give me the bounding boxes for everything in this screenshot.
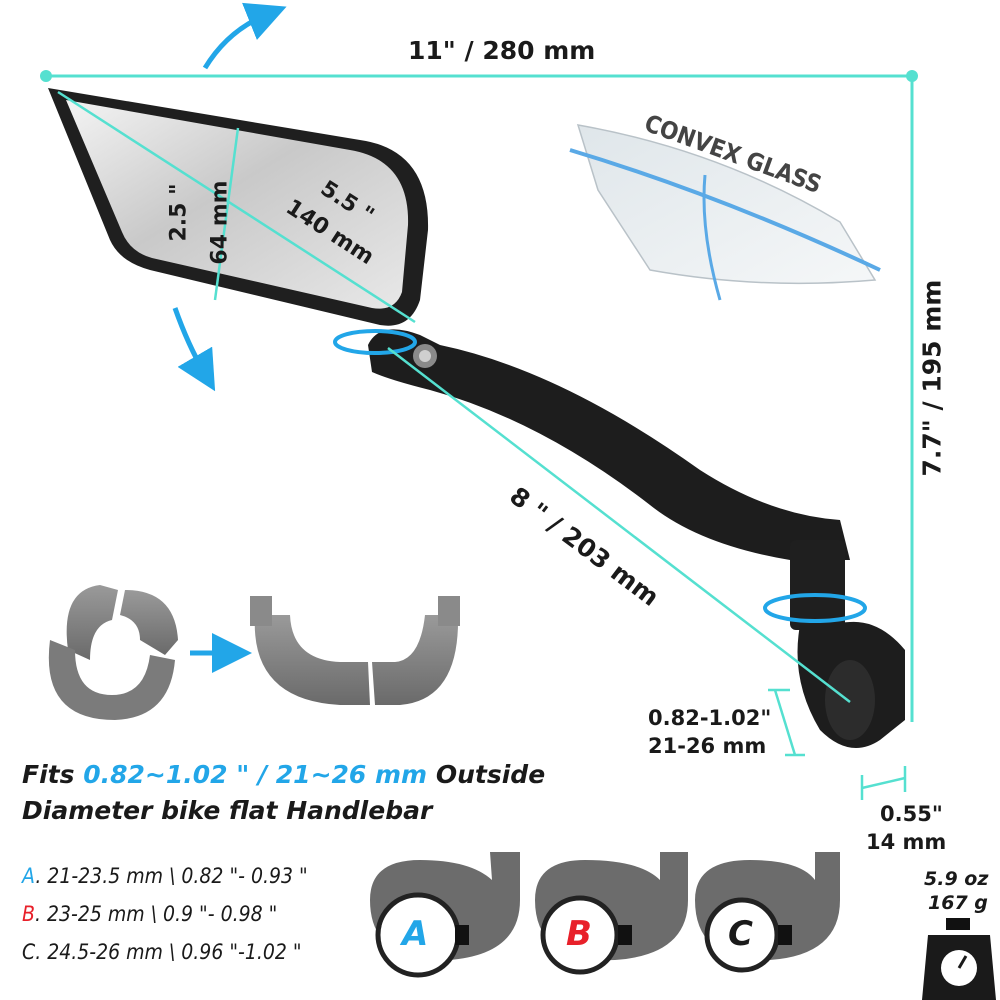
width-measure-line [40,70,918,82]
fits-prefix: Fits [22,760,75,789]
scale-icon [922,918,996,1000]
clamp-diameter-bracket [768,688,805,757]
split-ring-icon [48,585,178,720]
mirror-arm [368,329,905,748]
clamp-width-mm-label: 14 mm [866,830,947,854]
size-text: . 24.5-26 mm \ 0.96 "-1.02 " [35,940,302,964]
clamp-width-bracket [860,766,907,800]
size-text: . 23-25 mm \ 0.9 "- 0.98 " [34,902,278,926]
clamp-width-in-label: 0.55" [880,802,943,826]
clamp-c-icon [695,852,840,973]
size-row-b: B. 23-25 mm \ 0.9 "- 0.98 " [22,902,277,926]
clamp-a-icon [370,852,520,978]
weight-g: 167 g [928,892,988,914]
mirror-diagonal-line [57,90,416,324]
rotate-arrow-icon [172,307,216,392]
rotate-arrow-icon [333,329,417,355]
clamp-letter-b: B [566,914,592,954]
height-label: 7.7" / 195 mm [917,279,947,477]
size-row-a: A. 21-23.5 mm \ 0.82 "- 0.93 " [22,864,308,888]
fits-line-1: Fits 0.82~1.02 " / 21~26 mm Outside [22,760,545,789]
size-letter: C [22,940,36,964]
mirror-height-in-label: 2.5 " [166,183,192,242]
convex-glass-illustration [569,124,881,301]
weight-oz: 5.9 oz [924,868,989,890]
width-label: 11" / 280 mm [408,36,596,65]
size-row-c: C. 24.5-26 mm \ 0.96 "-1.02 " [22,940,302,964]
arm-measure-line [387,347,851,703]
size-letter: B [22,902,35,926]
size-letter: A [22,864,36,888]
fits-line-2: Diameter bike flat Handlebar [22,796,433,825]
rotate-arrow-icon [763,593,867,623]
clamp-diameter-mm-label: 21-26 mm [648,734,767,758]
fits-suffix: Outside [435,760,546,789]
mirror-height-mm-label: 64 mm [207,180,233,265]
mirror-height-line [213,127,240,301]
split-halves-icon [250,596,460,705]
fits-highlight: 0.82~1.02 " / 21~26 mm [83,760,428,789]
size-text: . 21-23.5 mm \ 0.82 "- 0.93 " [35,864,308,888]
clamp-b-icon [535,852,688,975]
clamp-letter-a: A [402,914,429,954]
clamp-diameter-in-label: 0.82-1.02" [648,706,772,730]
rotate-arrow-icon [202,2,287,70]
clamp-letter-c: C [728,914,753,954]
